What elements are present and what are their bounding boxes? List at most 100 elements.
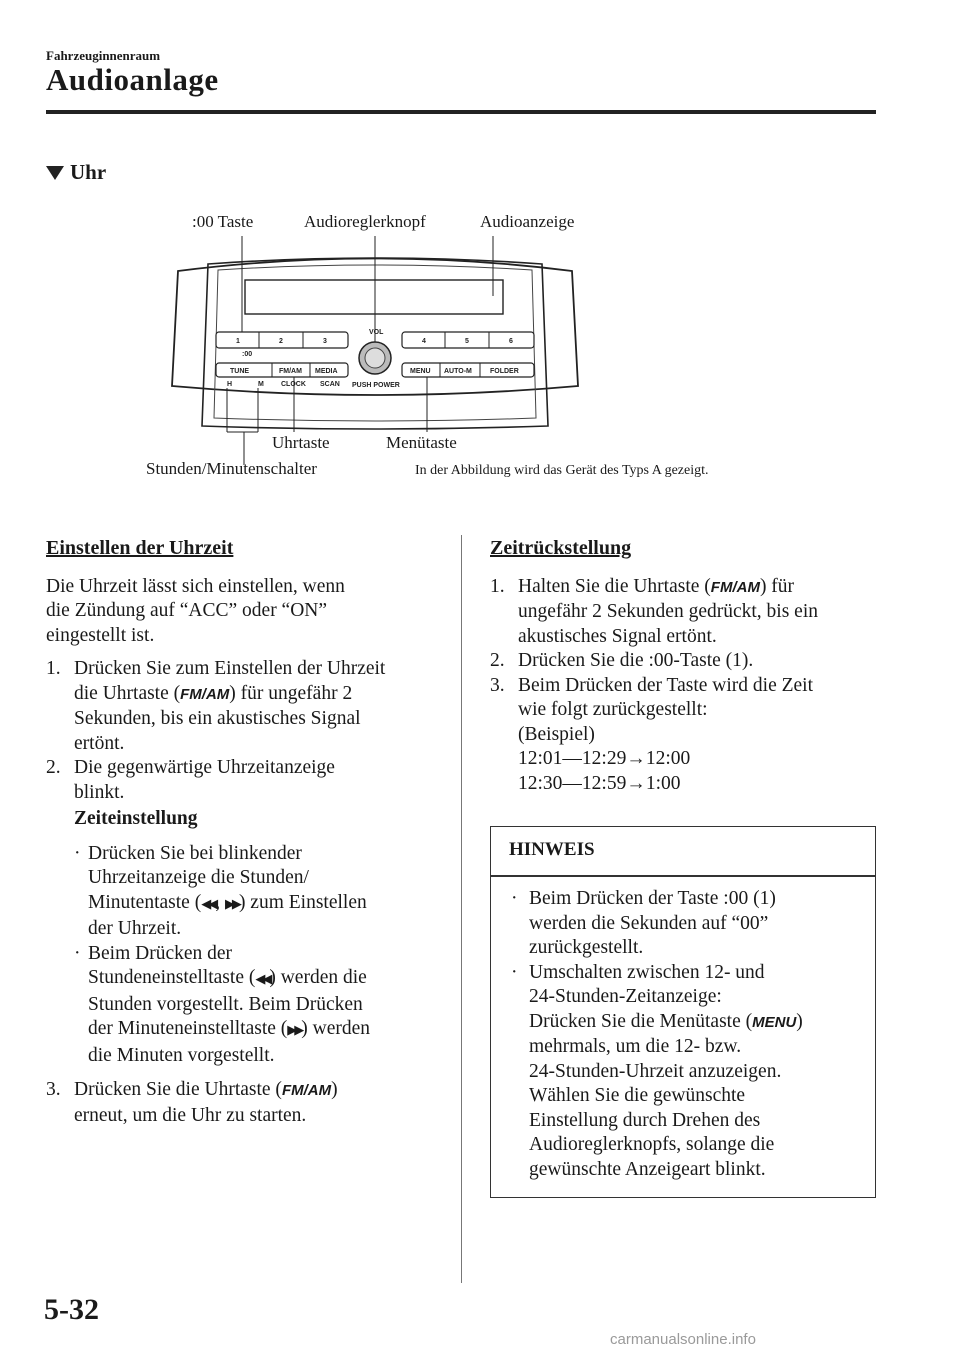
intro-line: eingestellt ist. bbox=[46, 624, 155, 646]
step-text: (Beispiel) bbox=[518, 723, 595, 745]
step-text: Die gegenwärtige Uhrzeitanzeige bbox=[74, 757, 335, 778]
step-text: ertönt. bbox=[74, 732, 125, 754]
step-text: Beim Drücken der Taste wird die Zeit bbox=[518, 674, 814, 696]
step-1: 1. Drücken Sie zum Einstellen der Uhrzei… bbox=[46, 657, 446, 756]
scan-label: SCAN bbox=[320, 381, 340, 388]
m-label: M bbox=[258, 381, 264, 388]
step-text: wie folgt zurückgestellt: bbox=[518, 699, 708, 720]
step-text: die Uhrtaste ( bbox=[74, 682, 181, 704]
skip-forward-icon: ▶▶ bbox=[287, 1023, 304, 1038]
subheading-text: Uhr bbox=[70, 160, 107, 184]
folder-label: FOLDER bbox=[490, 368, 519, 375]
bullet-text: Stunden vorgestellt. Beim Drücken bbox=[88, 993, 363, 1015]
step-text: akustisches Signal ertönt. bbox=[518, 625, 717, 647]
preset-5: 5 bbox=[465, 338, 469, 345]
step-number: 3. bbox=[46, 1079, 61, 1100]
preset-4: 4 bbox=[422, 338, 426, 345]
clock-label: CLOCK bbox=[281, 381, 306, 388]
push-power-label: PUSH POWER bbox=[352, 382, 400, 389]
preset-6: 6 bbox=[509, 338, 513, 345]
reset-step-1: 1. Halten Sie die Uhrtaste (FM/AM) für u… bbox=[490, 575, 880, 650]
label-audioanzeige: Audioanzeige bbox=[480, 212, 575, 231]
step-number: 2. bbox=[46, 757, 61, 778]
page-title: Audioanlage bbox=[46, 62, 219, 97]
colon00-label: :00 bbox=[242, 351, 252, 358]
media-label: MEDIA bbox=[315, 368, 338, 375]
fmam-button-icon: FM/AM bbox=[180, 685, 230, 703]
page-number: 5-32 bbox=[44, 1293, 99, 1326]
left-column: Einstellen der Uhrzeit Die Uhrzeit lässt… bbox=[46, 536, 446, 1128]
step-text: erneut, um die Uhr zu starten. bbox=[74, 1104, 307, 1126]
bullet-text: Wählen Sie die gewünschte bbox=[529, 1085, 746, 1106]
reset-step-2: 2. Drücken Sie die :00-Taste (1). bbox=[490, 649, 880, 674]
hinweis-title: HINWEIS bbox=[509, 839, 595, 860]
bullet-text: Drücken Sie bei blinkender bbox=[88, 842, 302, 864]
bullet-text: ) zum Einstellen bbox=[238, 891, 367, 913]
label-stunden-minutenschalter: Stunden/Minutenschalter bbox=[146, 459, 317, 478]
autom-label: AUTO-M bbox=[444, 368, 472, 375]
menu-label: MENU bbox=[410, 368, 431, 375]
step-2: 2. Die gegenwärtige Uhrzeitanzeige blink… bbox=[46, 756, 446, 832]
bullet-text: mehrmals, um die 12- bzw. bbox=[529, 1036, 742, 1057]
section-label: Fahrzeuginnenraum bbox=[46, 48, 161, 63]
bullet-1: · Drücken Sie bei blinkender Uhrzeitanze… bbox=[46, 842, 446, 942]
bullet-2: · Beim Drücken der Stundeneinstelltaste … bbox=[46, 942, 446, 1069]
preset-2: 2 bbox=[279, 338, 283, 345]
bullet-text: der Uhrzeit. bbox=[88, 918, 182, 939]
step-number: 2. bbox=[490, 650, 505, 671]
bullet-text: werden die Sekunden auf “00” bbox=[529, 912, 769, 934]
bullet-dot: · bbox=[511, 961, 518, 983]
preset-1: 1 bbox=[236, 338, 240, 345]
hinweis-bullet-2: · Umschalten zwischen 12- und 24-Stunden… bbox=[507, 961, 867, 1183]
bullet-text: gewünschte Anzeigeart blinkt. bbox=[529, 1158, 766, 1180]
audio-unit-illustration: VOL PUSH POWER 1 2 3 4 5 6 :00 TUNE FM/A… bbox=[171, 236, 579, 436]
bullet-text: Umschalten zwischen 12- und bbox=[529, 961, 765, 983]
bullet-text: 24-Stunden-Uhrzeit anzuzeigen. bbox=[529, 1060, 782, 1082]
step-number: 1. bbox=[490, 575, 505, 597]
bullet-text: zurückgestellt. bbox=[529, 937, 644, 958]
reset-step-3: 3. Beim Drücken der Taste wird die Zeit … bbox=[490, 674, 880, 797]
step-text: ungefähr 2 Sekunden gedrückt, bis ein bbox=[518, 601, 819, 622]
bullet-text: Stundeneinstelltaste ( bbox=[88, 967, 256, 988]
preset-3: 3 bbox=[323, 338, 327, 345]
fmam-button-icon: FM/AM bbox=[710, 578, 760, 596]
hinweis-bullet-1: · Beim Drücken der Taste :00 (1) werden … bbox=[507, 887, 867, 961]
hinweis-content: · Beim Drücken der Taste :00 (1) werden … bbox=[507, 887, 867, 1182]
bullet-text: Einstellung durch Drehen des bbox=[529, 1109, 761, 1131]
figure-caption: In der Abbildung wird das Gerät des Typs… bbox=[415, 463, 709, 478]
h-label: H bbox=[227, 381, 232, 388]
heading-zeitrueckstellung: Zeitrückstellung bbox=[490, 537, 632, 559]
bullet-text: ) werden die bbox=[269, 967, 367, 988]
menu-button-icon: MENU bbox=[752, 1013, 797, 1031]
bullet-dot: · bbox=[74, 842, 81, 864]
triangle-down-icon bbox=[46, 165, 64, 180]
step-text: ) für ungefähr 2 bbox=[229, 682, 353, 704]
bullet-dot: · bbox=[74, 942, 81, 964]
right-column: Zeitrückstellung 1. Halten Sie die Uhrta… bbox=[490, 536, 880, 796]
step-number: 3. bbox=[490, 674, 505, 696]
step-text: Drücken Sie die :00-Taste (1). bbox=[518, 650, 754, 671]
step-text: Drücken Sie zum Einstellen der Uhrzeit bbox=[74, 658, 386, 679]
step-text: blinkt. bbox=[74, 781, 125, 803]
label-audioreglerknopf: Audioreglerknopf bbox=[304, 212, 426, 231]
tune-label: TUNE bbox=[230, 368, 249, 375]
step-text: Drücken Sie die Uhrtaste ( bbox=[74, 1079, 282, 1100]
bullet-dot: · bbox=[511, 888, 518, 909]
hinweis-box: HINWEIS · Beim Drücken der Taste :00 (1)… bbox=[490, 826, 876, 1198]
leader-stunden bbox=[243, 435, 245, 465]
skip-forward-icon: ▶▶ bbox=[224, 896, 242, 912]
header-rule bbox=[46, 110, 876, 114]
bullet-text: ) werden bbox=[301, 1018, 371, 1039]
step-text: 12:30—12:59→1:00 bbox=[518, 772, 681, 794]
bullet-text: der Minuteneinstelltaste ( bbox=[88, 1018, 288, 1039]
label-uhrtaste: Uhrtaste bbox=[272, 433, 330, 452]
vol-label: VOL bbox=[369, 329, 384, 336]
step-text: 12:01—12:29→12:00 bbox=[518, 748, 691, 769]
watermark: carmanualsonline.info bbox=[610, 1331, 756, 1348]
intro-line: die Zündung auf “ACC” oder “ON” bbox=[46, 600, 328, 621]
intro-line: Die Uhrzeit lässt sich einstellen, wenn bbox=[46, 575, 345, 597]
bullet-text: Beim Drücken der Taste :00 (1) bbox=[529, 888, 776, 909]
bullet-text: 24-Stunden-Zeitanzeige: bbox=[529, 986, 722, 1007]
bullet-text: Minutentaste ( bbox=[88, 891, 202, 913]
label-00-taste: :00 Taste bbox=[192, 212, 254, 231]
